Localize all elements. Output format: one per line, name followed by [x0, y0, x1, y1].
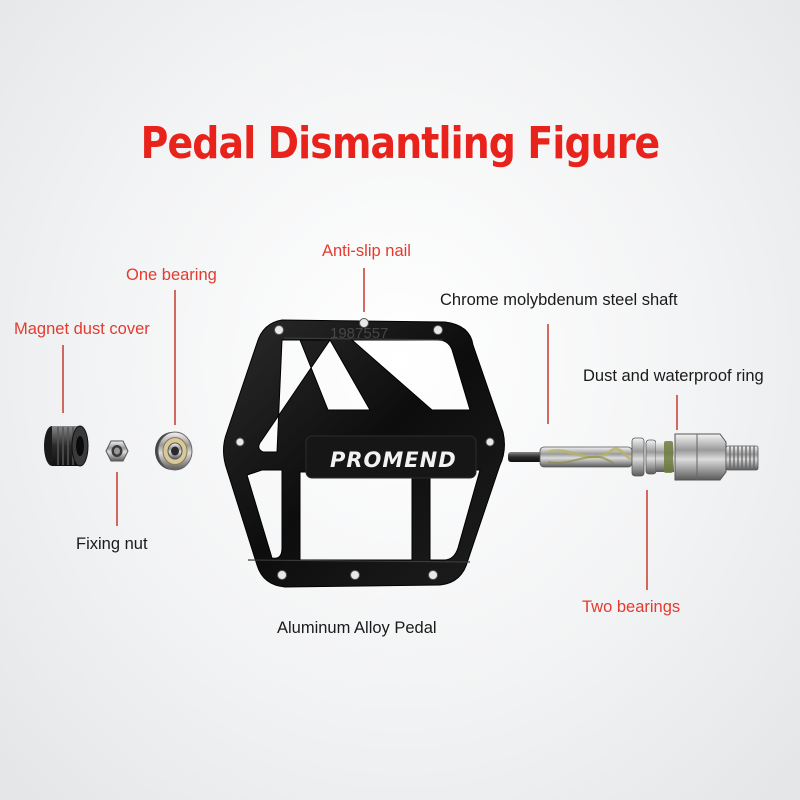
shaft-hex-and-thread [674, 433, 759, 481]
label-one-bearing: One bearing [126, 266, 217, 284]
watermark: 1987557 [330, 325, 388, 342]
label-magnet-dust-cover: Magnet dust cover [14, 320, 150, 338]
anti-slip-pins [235, 318, 495, 580]
one-bearing-part [155, 431, 193, 471]
aluminum-alloy-pedal-part [223, 318, 505, 588]
chrome-molybdenum-shaft-part [508, 446, 634, 468]
pedal-logo: PROMEND [330, 448, 457, 472]
fixing-nut-part [105, 440, 129, 462]
label-aluminum-alloy-pedal: Aluminum Alloy Pedal [277, 619, 437, 637]
page-title: Pedal Dismantling Figure [140, 118, 661, 169]
dust-waterproof-ring-part [656, 441, 674, 473]
label-chrome-shaft: Chrome molybdenum steel shaft [440, 291, 678, 309]
label-dust-waterproof-ring: Dust and waterproof ring [583, 367, 764, 385]
two-bearings-part [631, 437, 657, 477]
magnet-dust-cover-part [44, 425, 89, 467]
label-anti-slip-nail: Anti-slip nail [322, 242, 411, 260]
label-fixing-nut: Fixing nut [76, 535, 148, 553]
leader-lines [62, 268, 678, 590]
label-two-bearings: Two bearings [582, 598, 681, 616]
